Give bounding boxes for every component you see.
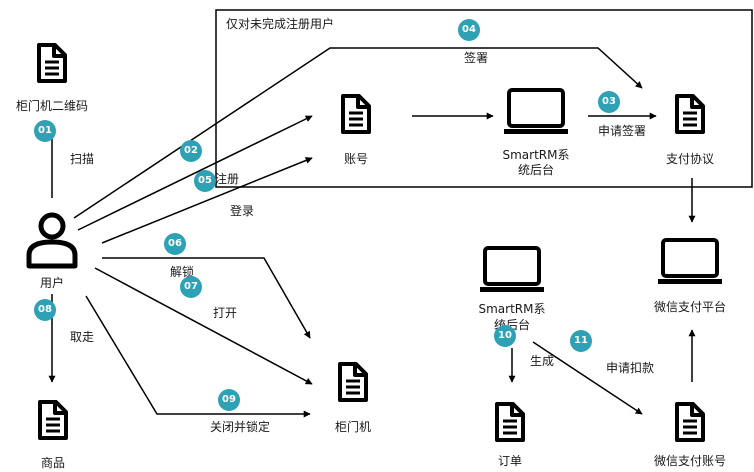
backend-top-label-line2: 统后台 (517, 163, 555, 177)
cabinet-label: 柜门机 (334, 420, 372, 434)
backend-bottom-laptop-icon (478, 246, 546, 294)
wechat-account-document-icon (675, 402, 705, 442)
backend-bottom-label-line1: SmartRM系 (478, 302, 546, 316)
edge-apply-deduct (532, 341, 643, 415)
account-label: 账号 (343, 152, 369, 166)
step-09-badge: 09 (218, 389, 240, 411)
order-label: 订单 (497, 454, 523, 468)
wechat-platform-label: 微信支付平台 (653, 300, 727, 314)
edge-unlock (102, 257, 311, 339)
step-07-badge: 07 (180, 276, 202, 298)
step-02-badge: 02 (180, 140, 202, 162)
edge-register (77, 115, 313, 231)
step-04-label: 签署 (464, 51, 489, 65)
edge-close-lock (85, 295, 311, 418)
backend-top-laptop-icon (502, 88, 570, 136)
cabinet-qr-label: 柜门机二维码 (15, 99, 89, 113)
step-04-badge: 04 (458, 19, 480, 41)
step-08-badge: 08 (34, 299, 56, 321)
edge-open (94, 267, 313, 385)
cabinet-document-icon (338, 362, 368, 402)
step-10-label: 生成 (530, 354, 555, 368)
user-person-icon (26, 212, 78, 269)
edge-login (101, 157, 313, 244)
step-09-label: 关闭并锁定 (210, 420, 271, 434)
pay-agreement-document-icon (675, 94, 705, 134)
step-03-label: 申请签署 (598, 124, 647, 138)
step-10-badge: 10 (494, 325, 516, 347)
edge-sign (73, 47, 643, 219)
account-document-icon (341, 94, 371, 134)
backend-top-label-line1: SmartRM系 (502, 148, 570, 162)
goods-document-icon (38, 400, 68, 440)
step-11-badge: 11 (570, 330, 592, 352)
goods-label: 商品 (40, 456, 66, 470)
step-08-label: 取走 (70, 330, 95, 344)
step-11-label: 申请扣款 (606, 361, 655, 375)
region-label: 仅对未完成注册用户 (226, 17, 335, 31)
step-06-label: 解锁 (170, 265, 195, 279)
pay-agreement-label: 支付协议 (665, 152, 715, 166)
wechat-account-label: 微信支付账号 (653, 454, 727, 468)
user-label: 用户 (39, 276, 65, 290)
wechat-platform-laptop-icon (656, 238, 724, 286)
login-label: 登录 (230, 204, 255, 218)
step-07-label: 打开 (213, 306, 238, 320)
cabinet-qr-document-icon (37, 43, 67, 83)
step-05-label: 注册 (215, 172, 240, 186)
step-01-badge: 01 (34, 120, 56, 142)
order-document-icon (495, 402, 525, 442)
step-03-badge: 03 (598, 91, 620, 113)
step-06-badge: 06 (164, 233, 186, 255)
step-01-label: 扫描 (70, 152, 95, 166)
step-05-badge: 05 (194, 170, 216, 192)
unregistered-user-region (215, 9, 753, 188)
